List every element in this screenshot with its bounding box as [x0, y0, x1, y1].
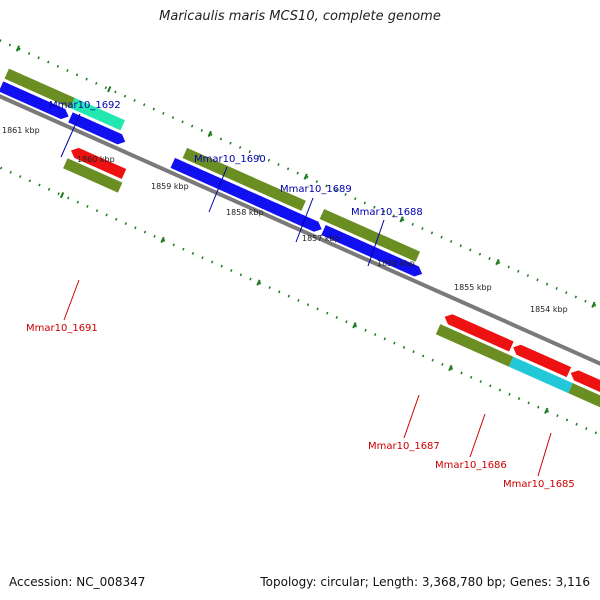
tick-major	[59, 192, 65, 199]
tick-major	[303, 173, 308, 180]
gene-label-mmar10-1688: Mmar10_1688	[351, 207, 423, 218]
outer-tick-track	[15, 45, 596, 308]
leader-mmar10-1687	[403, 394, 420, 439]
tick-major	[207, 130, 212, 138]
gene-mmar10-1691	[63, 158, 123, 193]
accession-label: Accession: NC_008347	[9, 575, 146, 589]
kbp-label-1859: 1859 kbp	[151, 182, 189, 191]
leader-mmar10-1689	[295, 197, 314, 243]
kbp-label-1858: 1858 kbp	[226, 208, 264, 217]
kbp-label-1854: 1854 kbp	[530, 305, 568, 314]
leader-mmar10-1688	[367, 219, 385, 267]
genome-backbone	[0, 68, 600, 431]
gene-label-mmar10-1690: Mmar10_1690	[194, 154, 266, 165]
map-rotation	[0, 39, 600, 473]
leader-mmar10-1686	[469, 413, 486, 458]
kbp-label-1857: 1857 kbp	[302, 234, 340, 243]
gene-label-mmar10-1692: Mmar10_1692	[49, 100, 121, 111]
gene-red-arrow-a	[444, 314, 514, 352]
gene-label-mmar10-1691: Mmar10_1691	[26, 323, 98, 334]
leader-mmar10-1691	[63, 279, 80, 321]
gene-mmar10-1690-arrow	[170, 157, 290, 218]
gene-mmar10-1686-arrow	[513, 344, 572, 378]
leader-mmar10-1685	[537, 432, 552, 477]
tick-major	[352, 322, 357, 329]
genome-stats-label: Topology: circular; Length: 3,368,780 bp…	[260, 575, 590, 589]
gene-mmar10-1688	[319, 208, 421, 262]
gene-blue-arrow-b	[68, 112, 126, 145]
gene-mmar10-1685	[568, 383, 600, 428]
inner-tick-dots	[0, 145, 600, 473]
gene-mmar10-1690	[182, 147, 306, 211]
gene-mmar10-1686	[508, 356, 573, 394]
gene-label-mmar10-1687: Mmar10_1687	[368, 441, 440, 452]
outer-tick-dots	[0, 39, 600, 367]
kbp-label-1856: 1856 kbp	[377, 259, 415, 268]
gene-mmar10-1692-left	[4, 68, 75, 108]
gene-label-mmar10-1685: Mmar10_1685	[503, 479, 575, 490]
kbp-label-1860: 1860 kbp	[77, 155, 115, 164]
kbp-label-1861: 1861 kbp	[2, 126, 40, 135]
gene-mmar10-1691-arrow	[71, 147, 127, 180]
map-title: Maricaulis maris MCS10, complete genome	[159, 9, 441, 24]
leader-mmar10-1692	[60, 113, 81, 158]
kbp-label-1855: 1855 kbp	[454, 283, 492, 292]
tick-major	[591, 301, 596, 308]
tick-major	[160, 236, 165, 244]
leader-mmar10-1690	[208, 166, 228, 213]
tick-major	[15, 45, 21, 52]
inner-tick-track	[59, 192, 549, 414]
gene-mmar10-1689-arrow	[271, 202, 322, 232]
gene-mmar10-1687	[435, 324, 514, 367]
gene-mmar10-1692	[70, 97, 125, 131]
tick-major	[399, 216, 404, 223]
gene-blue-arrow-a	[0, 81, 69, 120]
tick-major	[544, 407, 549, 414]
tick-major	[256, 279, 261, 286]
tick-major	[448, 364, 453, 372]
tick-major	[495, 258, 500, 266]
gene-mmar10-1685-arrow	[570, 370, 600, 412]
gene-label-mmar10-1689: Mmar10_1689	[280, 184, 352, 195]
gene-mmar10-1688-arrow	[321, 224, 423, 277]
tick-major	[107, 86, 112, 93]
gene-label-mmar10-1686: Mmar10_1686	[435, 460, 507, 471]
